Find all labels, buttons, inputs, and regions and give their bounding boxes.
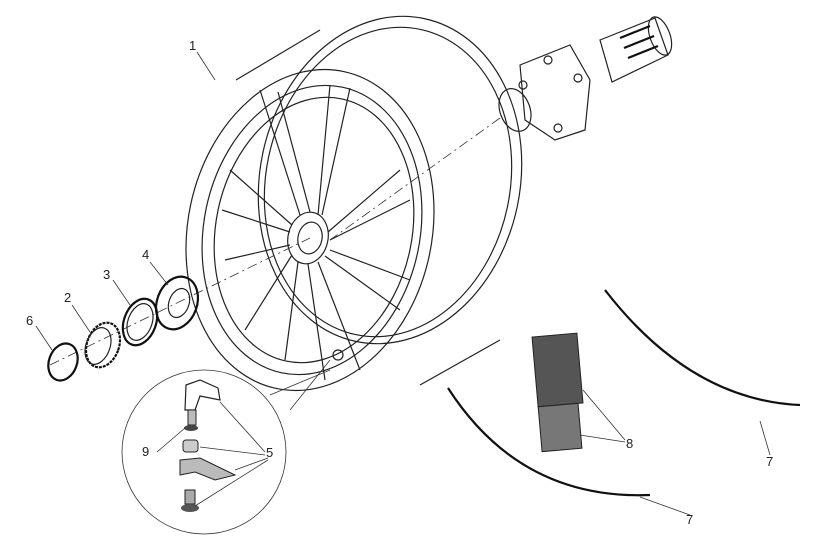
callout-2: 2 [64,290,71,305]
callout-4: 4 [142,247,149,262]
valve-detail-circle [121,369,287,535]
callout-7b: 7 [686,512,693,527]
balance-strips [447,289,801,516]
callout-1: 1 [189,38,196,53]
callout-6: 6 [26,313,33,328]
leader-lines [35,51,216,351]
hub-shaft [329,16,673,241]
axle-parts [47,237,311,382]
callout-8: 8 [626,436,633,451]
callout-9: 9 [142,444,149,459]
callout-7a: 7 [766,454,773,469]
callout-3: 3 [103,267,110,282]
callout-5: 5 [266,445,273,460]
wheel-rim [185,15,523,411]
